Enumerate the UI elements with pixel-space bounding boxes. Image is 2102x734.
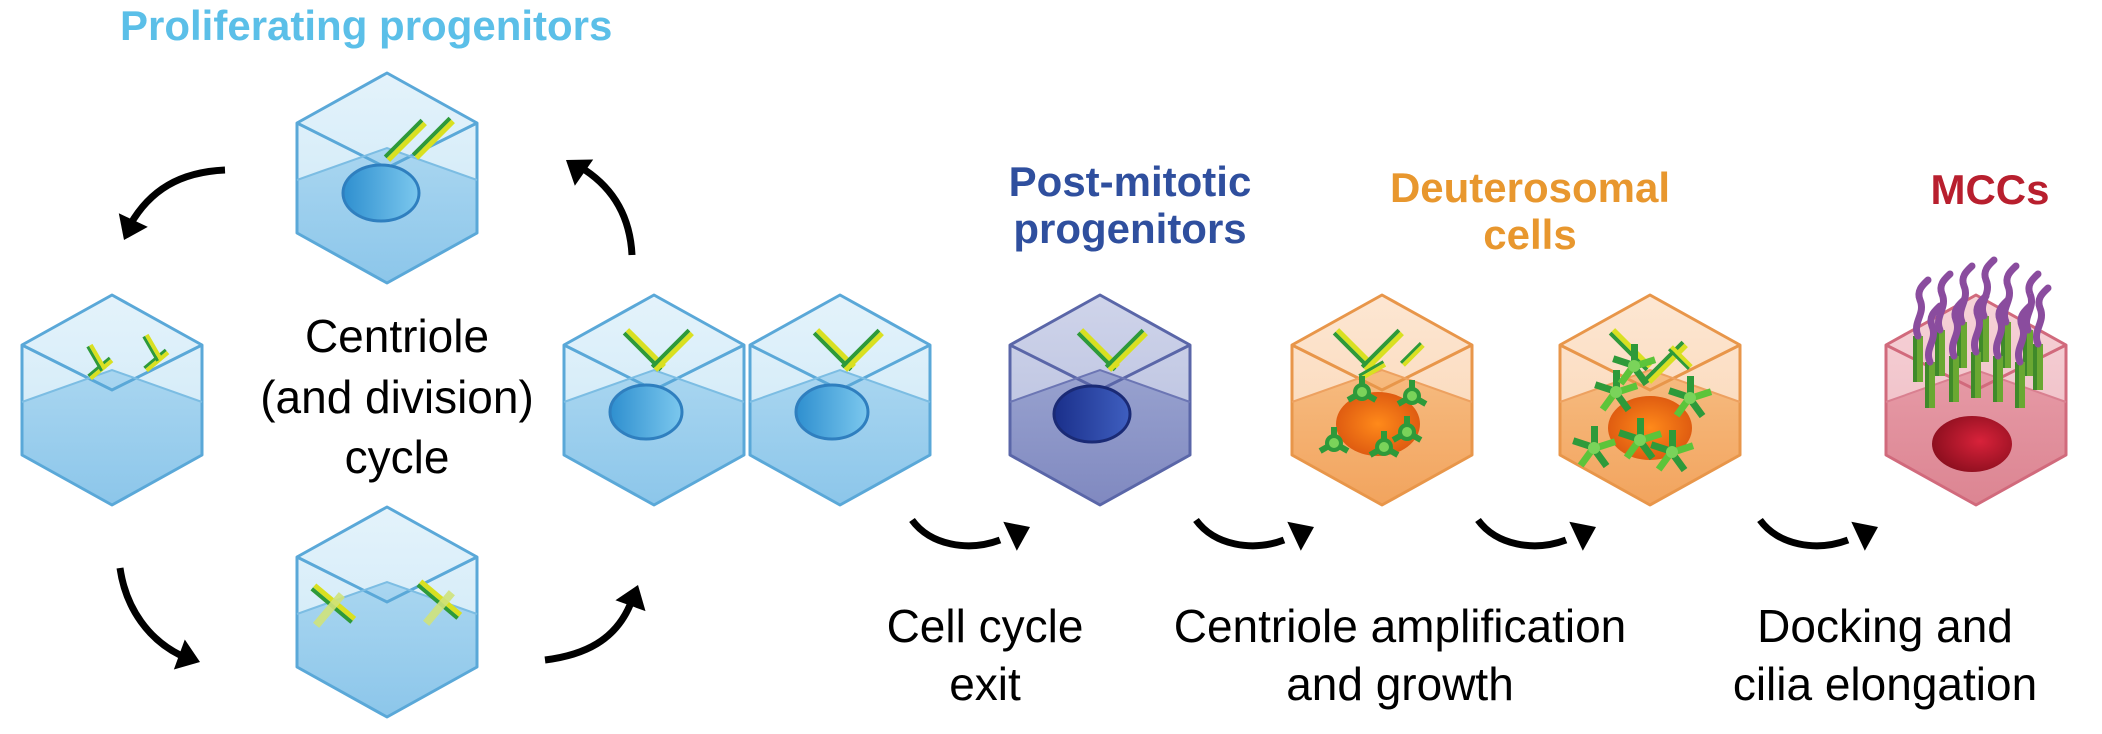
- title-line: Deuterosomal: [1389, 164, 1671, 211]
- label-line: Centriole amplification: [1173, 600, 1627, 652]
- title-line: progenitors: [1013, 205, 1247, 253]
- deuterosomal-cell-early: [1290, 293, 1474, 507]
- proliferating-cell-top: [295, 71, 479, 285]
- proliferating-cell-left: [20, 293, 204, 507]
- label-line: cilia elongation: [1732, 657, 2038, 710]
- label-line: Cell cycle: [886, 600, 1084, 652]
- label-line: exit: [949, 657, 1021, 710]
- label-line: (and division): [260, 370, 534, 423]
- deuterosomal-cells-title: Deuterosomal cells: [1380, 164, 1680, 258]
- centriole-amplification-label: Centriole amplification and growth: [1140, 598, 1660, 713]
- label-line: Docking and: [1757, 600, 2013, 652]
- title-line: cells: [1483, 211, 1577, 259]
- proliferating-cell-right-a: [562, 293, 746, 507]
- docking-cilia-label: Docking and cilia elongation: [1685, 598, 2085, 713]
- centriole-pair-icon: [310, 579, 463, 628]
- mccs-title: MCCs: [1930, 166, 2050, 213]
- label-line: cycle: [344, 431, 450, 484]
- curved-arrow-icon: [909, 512, 1037, 551]
- curved-arrow-icon: [544, 579, 654, 664]
- post-mitotic-cell: [1008, 293, 1192, 507]
- label-line: Centriole: [304, 310, 490, 362]
- cell-cycle-exit-label: Cell cycle exit: [830, 598, 1140, 713]
- curved-arrow-icon: [1757, 512, 1885, 551]
- proliferating-progenitors-title: Proliferating progenitors: [120, 2, 613, 49]
- proliferating-cell-bottom: [295, 505, 479, 719]
- mcc-cell: [1884, 260, 2068, 507]
- post-mitotic-progenitors-title: Post-mitotic progenitors: [960, 158, 1300, 252]
- label-line: and growth: [1286, 657, 1514, 710]
- curved-arrow-icon: [1475, 512, 1603, 551]
- curved-arrow-icon: [556, 146, 636, 256]
- curved-arrow-icon: [1193, 512, 1321, 551]
- curved-arrow-icon: [109, 166, 226, 247]
- curved-arrow-icon: [116, 567, 206, 678]
- title-line: Post-mitotic: [1008, 158, 1252, 205]
- proliferating-cell-right-b: [748, 293, 932, 507]
- centriole-cycle-label: Centriole (and division) cycle: [232, 306, 562, 488]
- deuterosomal-cell-late: [1558, 293, 1742, 507]
